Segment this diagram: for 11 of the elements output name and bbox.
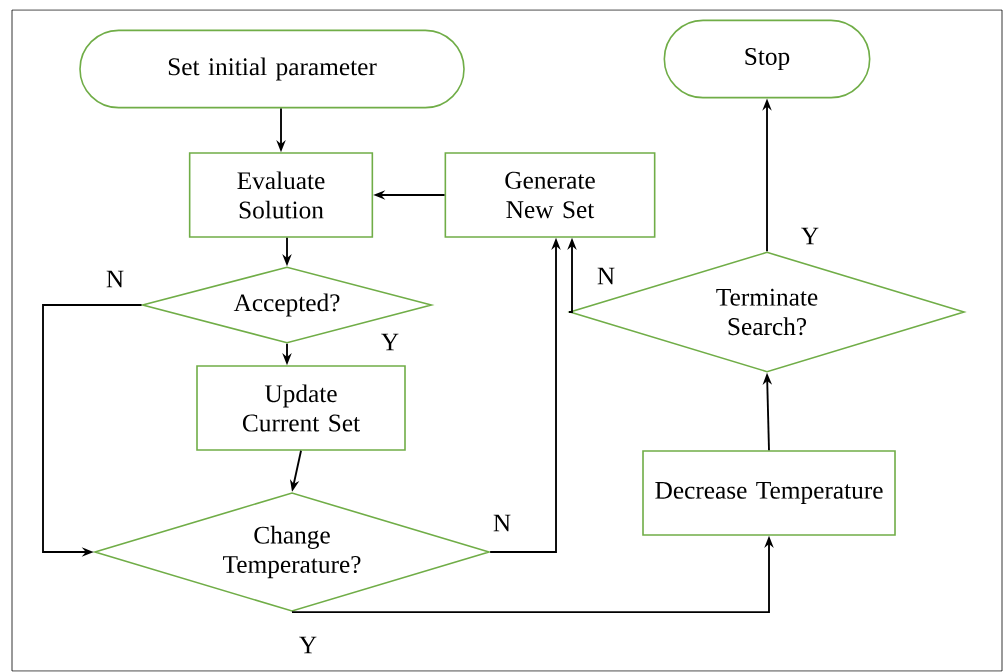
terminal-box: Set initial parameter <box>79 29 465 109</box>
edge-label: N <box>104 269 126 289</box>
edge-label: N <box>491 513 513 533</box>
terminal-box: Stop <box>663 19 871 99</box>
process-box: Update Current Set <box>196 365 406 451</box>
edge-label: Y <box>799 226 821 246</box>
process-box: Evaluate Solution <box>188 152 374 238</box>
process-box: Generate New Set <box>444 152 656 238</box>
edge-label: Y <box>297 635 319 655</box>
process-box: Decrease Temperature <box>642 450 896 536</box>
edge-label: N <box>595 266 617 286</box>
